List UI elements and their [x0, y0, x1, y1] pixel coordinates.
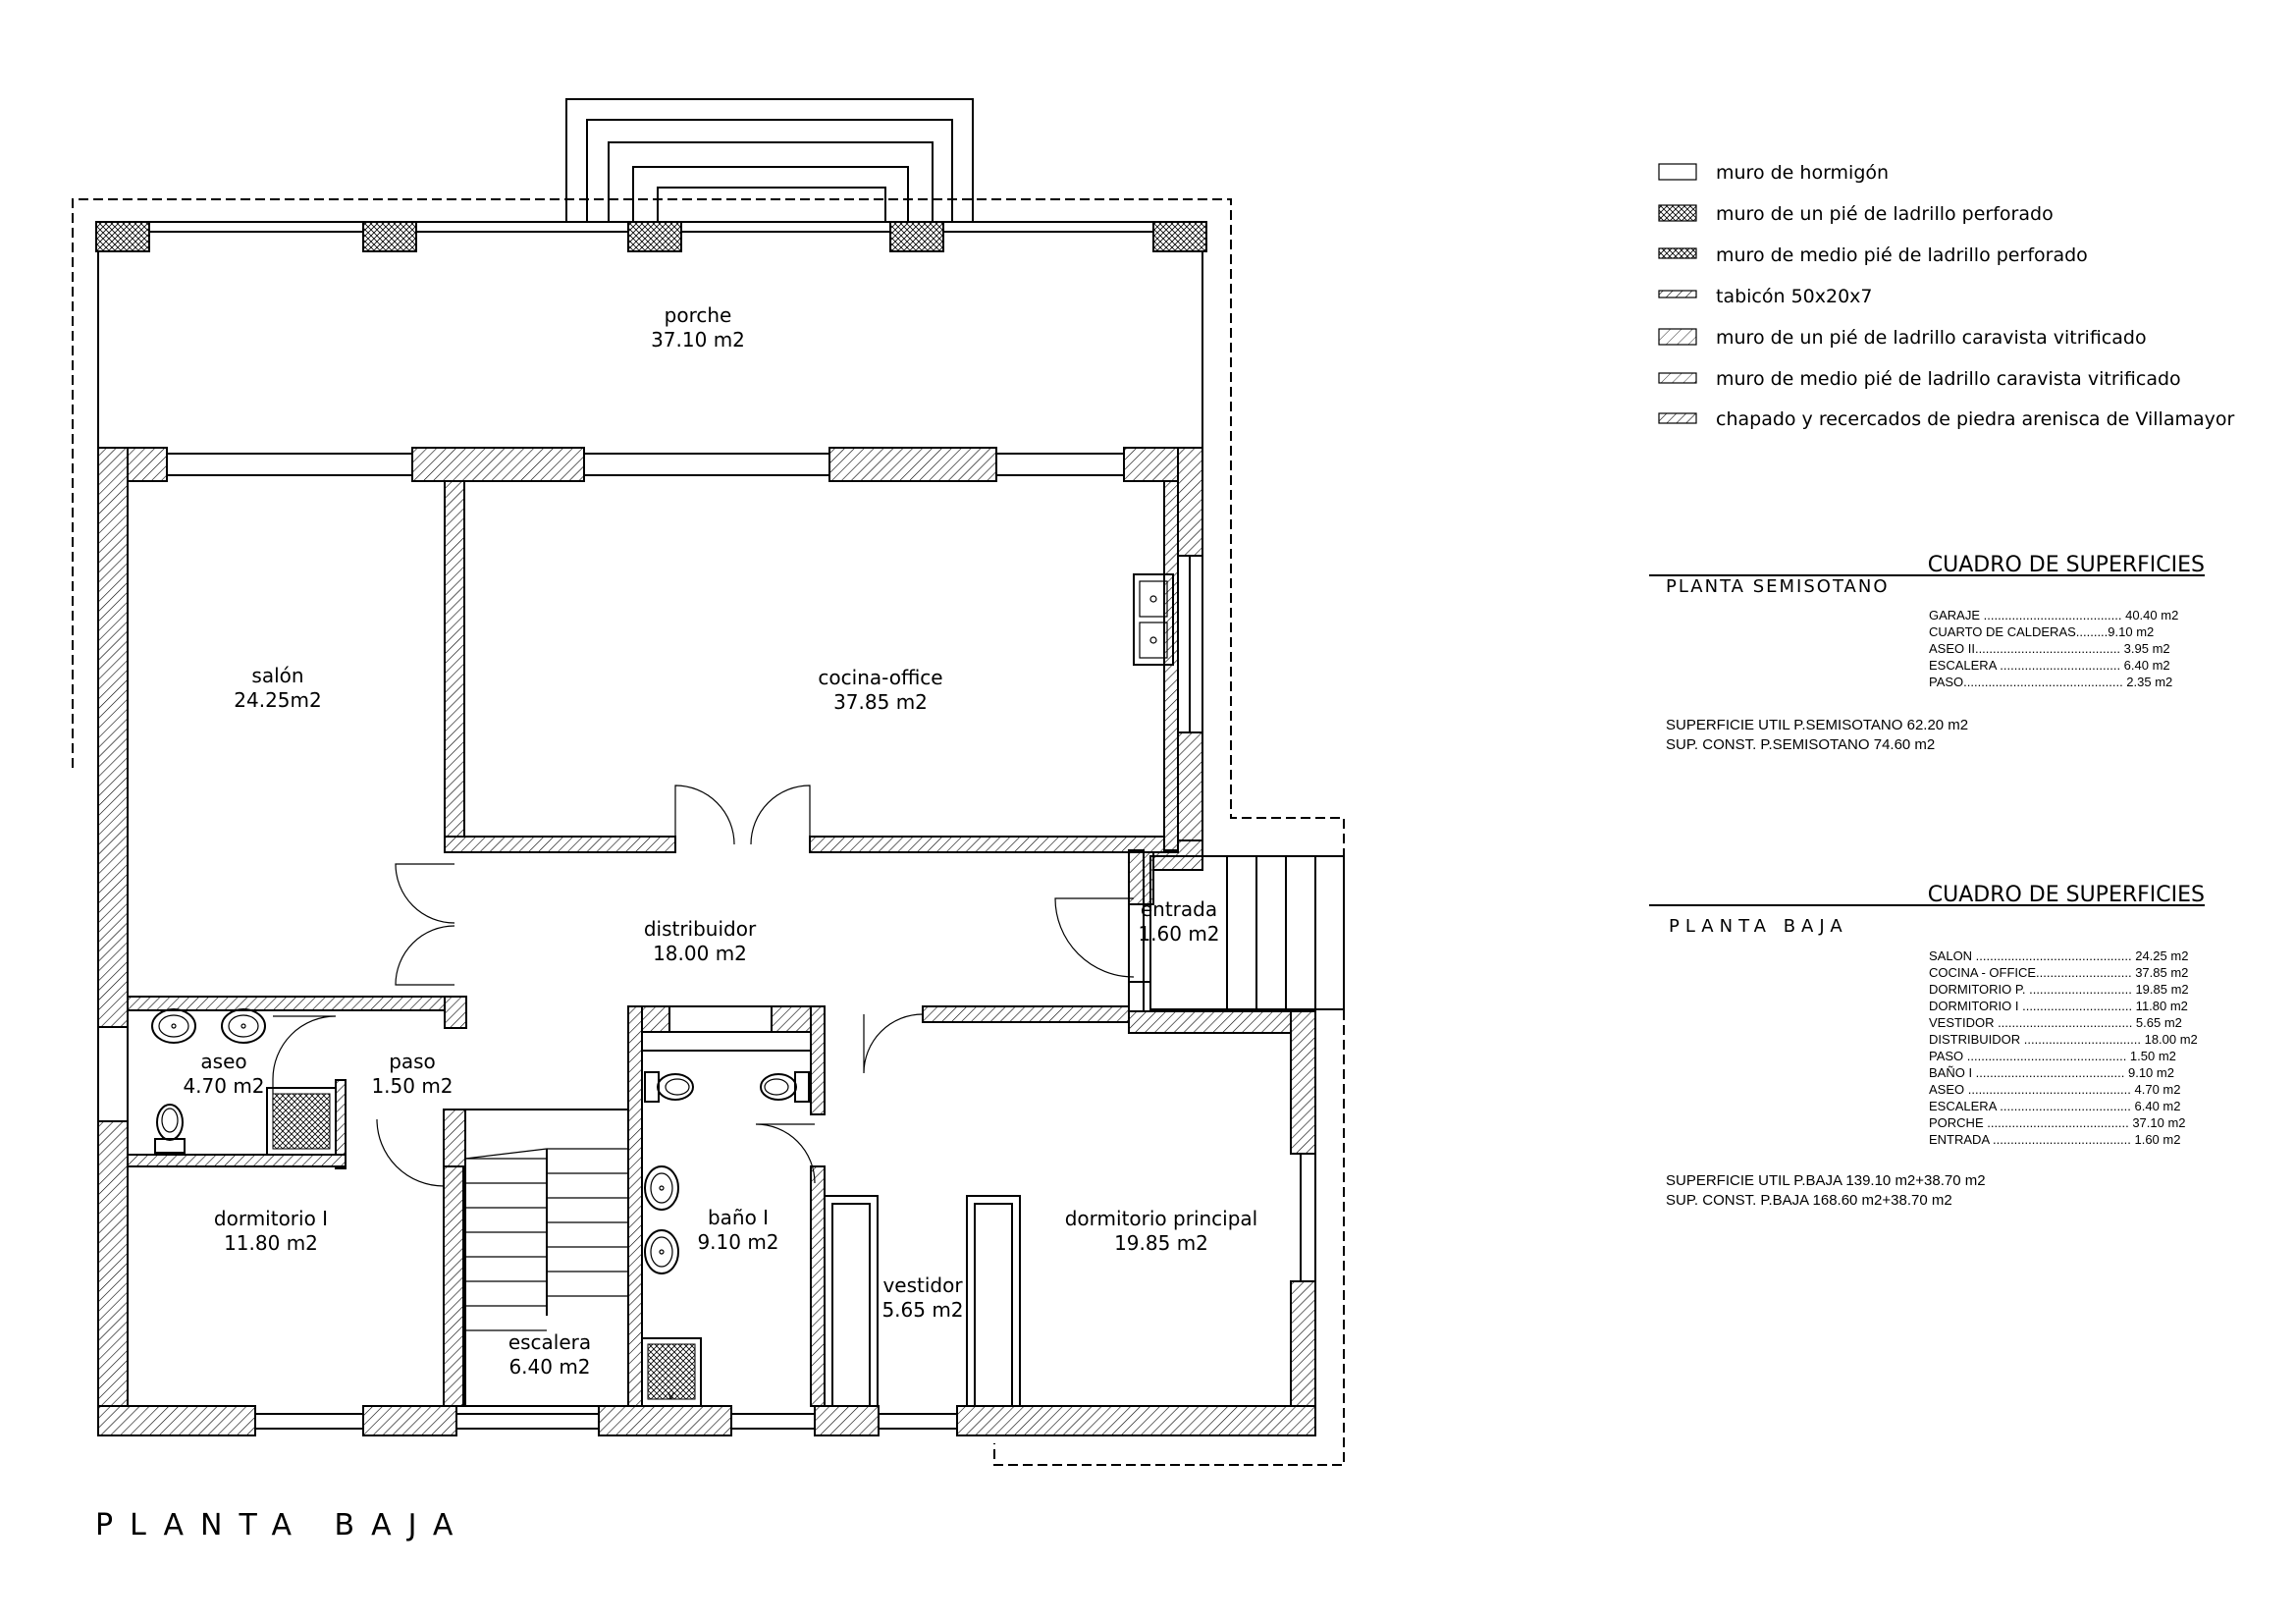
paso-area: 1.50 m2 — [371, 1074, 453, 1098]
cocina-area: 37.85 m2 — [833, 690, 928, 714]
legend-item-3: muro de medio pié de ladrillo perforado — [1716, 244, 2088, 266]
porch-structure — [95, 221, 1207, 448]
legend-item-1: muro de hormigón — [1716, 162, 1889, 184]
doors — [272, 785, 1135, 1187]
porche-area: 37.10 m2 — [651, 328, 745, 352]
distribuidor-name: distribuidor — [644, 917, 757, 941]
salon-name: salón — [251, 664, 303, 687]
interior-walls — [127, 480, 1179, 1407]
aseo-washbasin-right — [221, 1008, 266, 1044]
vestidor-name: vestidor — [882, 1273, 963, 1297]
legend-item-2: muro de un pié de ladrillo perforado — [1716, 203, 2054, 225]
distribuidor-area: 18.00 m2 — [653, 942, 747, 965]
stairs — [464, 1109, 629, 1407]
table-baja-heading: CUADRO DE SUPERFICIES — [1928, 883, 2205, 907]
legend: muro de hormigón muro de un pié de ladri… — [1658, 162, 2234, 430]
table-baja-subheading: PLANTA BAJA — [1669, 916, 1848, 937]
table-semisotano-row: PASO....................................… — [1929, 675, 2172, 689]
table-baja-row: DISTRIBUIDOR ...........................… — [1929, 1032, 2198, 1047]
porch-roof-outline — [72, 198, 1345, 1466]
chimney-outline — [565, 98, 974, 223]
exterior-walls — [97, 447, 1316, 1436]
entrada-area: 1.60 m2 — [1138, 922, 1219, 946]
cocina-name: cocina-office — [818, 666, 942, 689]
dormitorio-principal-name: dormitorio principal — [1065, 1207, 1258, 1230]
bano-washbasin-top — [644, 1165, 679, 1211]
salon-area: 24.25m2 — [234, 688, 321, 712]
table-semisotano-summary: SUP. CONST. P.SEMISOTANO 74.60 m2 — [1666, 736, 1935, 753]
aseo-area: 4.70 m2 — [183, 1074, 264, 1098]
table-semisotano-summary: SUPERFICIE UTIL P.SEMISOTANO 62.20 m2 — [1666, 717, 1968, 733]
table-baja-row: VESTIDOR ...............................… — [1929, 1015, 2182, 1030]
bano-area: 9.10 m2 — [697, 1230, 778, 1254]
table-baja-row: DORMITORIO P. ..........................… — [1929, 982, 2189, 997]
table-baja-summary: SUPERFICIE UTIL P.BAJA 139.10 m2+38.70 m… — [1666, 1172, 1986, 1189]
bano-name: baño I — [708, 1206, 769, 1229]
table-semisotano-heading: CUADRO DE SUPERFICIES — [1928, 553, 2205, 577]
table-semisotano-subheading: PLANTA SEMISOTANO — [1666, 576, 1889, 597]
aseo-toilet — [154, 1104, 186, 1154]
legend-item-7: chapado y recercados de piedra arenisca … — [1716, 408, 2234, 430]
table-baja-row: PASO ...................................… — [1929, 1049, 2176, 1063]
table-semisotano-row: GARAJE .................................… — [1929, 608, 2178, 623]
table-semisotano-row: ASEO II.................................… — [1929, 641, 2170, 656]
aseo-name: aseo — [200, 1050, 246, 1073]
table-baja-row: SALON ..................................… — [1929, 948, 2188, 963]
table-baja-row: COCINA - OFFICE.........................… — [1929, 965, 2188, 980]
entrada-name: entrada — [1141, 897, 1217, 921]
dormitorio-1-name: dormitorio I — [214, 1207, 328, 1230]
aseo-shower-tray — [266, 1087, 337, 1156]
table-baja-row: BAÑO I .................................… — [1929, 1065, 2174, 1080]
legend-item-4: tabicón 50x20x7 — [1716, 286, 1873, 307]
svg-text:v: v — [667, 1388, 674, 1402]
table-semisotano-row: ESCALERA ...............................… — [1929, 658, 2170, 673]
table-baja-row: ESCALERA ...............................… — [1929, 1099, 2180, 1113]
table-baja-row: DORMITORIO I ...........................… — [1929, 999, 2188, 1013]
dormitorio-principal-area: 19.85 m2 — [1114, 1231, 1208, 1255]
table-baja-row: PORCHE .................................… — [1929, 1115, 2186, 1130]
aseo-washbasin-left — [151, 1008, 196, 1044]
vestidor-area: 5.65 m2 — [881, 1298, 963, 1322]
table-baja: CUADRO DE SUPERFICIES PLANTA BAJA SALON … — [1649, 883, 2205, 1209]
bano-shower-tray: v — [641, 1337, 702, 1407]
table-baja-summary: SUP. CONST. P.BAJA 168.60 m2+38.70 m2 — [1666, 1192, 1952, 1209]
kitchen-sink — [1133, 573, 1174, 666]
table-semisotano: CUADRO DE SUPERFICIES PLANTA SEMISOTANO … — [1649, 553, 2205, 753]
escalera-name: escalera — [508, 1330, 591, 1354]
table-baja-row: ASEO ...................................… — [1929, 1082, 2180, 1097]
paso-name: paso — [389, 1050, 436, 1073]
escalera-area: 6.40 m2 — [508, 1355, 590, 1379]
plan-title: PLANTA BAJA — [95, 1508, 469, 1543]
table-semisotano-row: CUARTO DE CALDERAS.........9.10 m2 — [1929, 624, 2154, 639]
dormitorio-1-area: 11.80 m2 — [224, 1231, 318, 1255]
table-baja-row: ENTRADA ................................… — [1929, 1132, 2180, 1147]
porche-name: porche — [665, 303, 732, 327]
bano-toilet — [644, 1071, 694, 1103]
entrance-steps — [1149, 855, 1345, 1010]
bano-washbasin-bottom — [644, 1229, 679, 1274]
legend-item-6: muro de medio pié de ladrillo caravista … — [1716, 368, 2181, 390]
bano-bidet — [760, 1071, 810, 1103]
room-labels: porche 37.10 m2 salón 24.25m2 cocina-off… — [183, 303, 1257, 1379]
legend-item-5: muro de un pié de ladrillo caravista vit… — [1716, 327, 2147, 349]
